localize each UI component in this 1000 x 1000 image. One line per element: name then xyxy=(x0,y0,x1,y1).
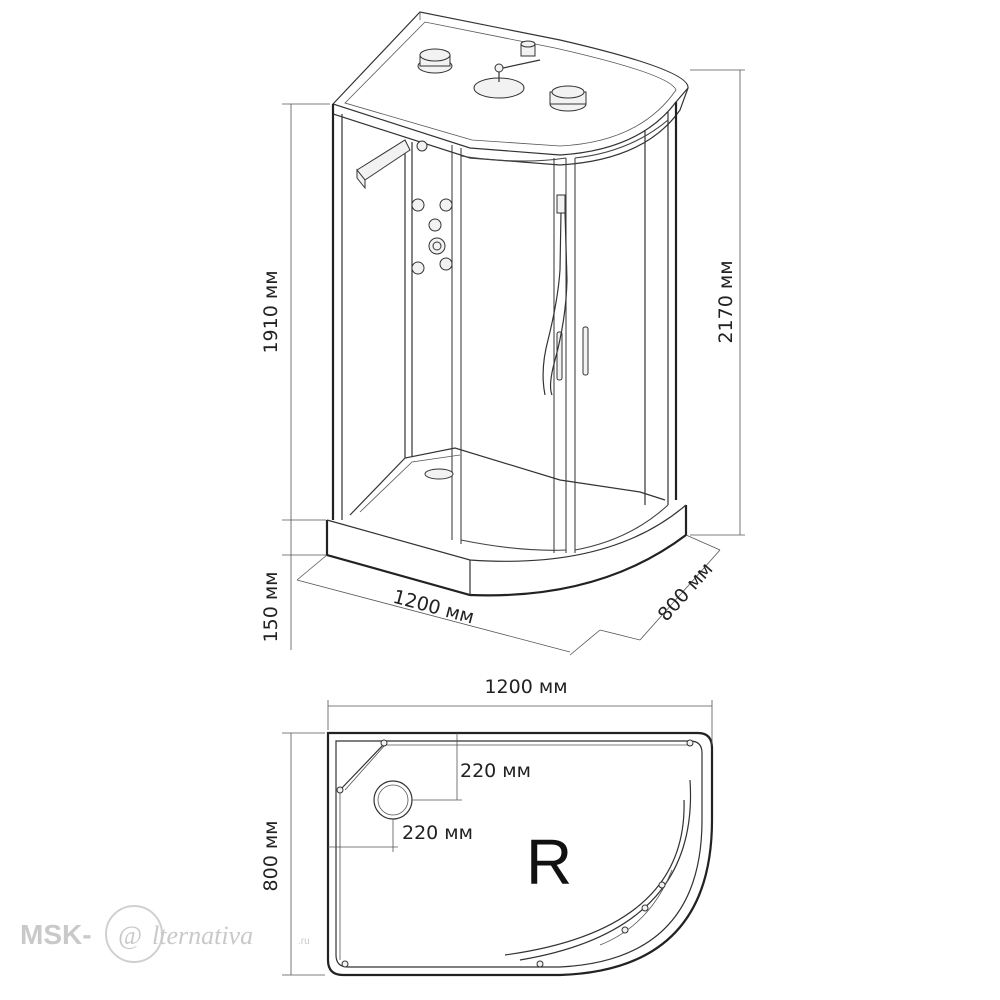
cabin-plan-view: 1200 мм 800 мм 220 мм 220 мм R xyxy=(260,676,714,977)
height-tray-label: 150 мм xyxy=(260,572,282,643)
watermark-brand-left: MSK- xyxy=(20,919,92,950)
watermark-brand-at: @ xyxy=(118,921,142,950)
watermark: MSK- @ lternativa .ru xyxy=(20,905,310,963)
roof-fittings xyxy=(417,40,587,112)
plan-outline xyxy=(326,731,714,977)
roof-speaker-icon xyxy=(417,48,453,74)
hand-shower-icon xyxy=(542,194,568,396)
drain-icon xyxy=(424,468,454,480)
cabin-isometric-view: 1910 мм 150 мм 2170 мм 1200 мм 800 мм xyxy=(260,11,745,656)
depth-iso-label: 800 мм xyxy=(654,558,718,625)
plan-depth-label: 800 мм xyxy=(260,821,282,892)
dimension-lines-plan xyxy=(282,700,713,976)
drain-offset-y-label: 220 мм xyxy=(460,760,531,782)
dimension-lines-isometric xyxy=(282,69,745,656)
roof-panel xyxy=(331,11,689,166)
plan-drain-icon xyxy=(373,780,413,820)
plan-width-label: 1200 мм xyxy=(484,676,567,698)
height-cabin-label: 1910 мм xyxy=(260,270,282,353)
roof-vent-icon xyxy=(520,40,536,57)
back-panel-fittings xyxy=(356,139,453,275)
height-total-label: 2170 мм xyxy=(715,260,737,343)
drain-offset-x-label: 220 мм xyxy=(402,822,473,844)
watermark-brand-right: lternativa xyxy=(152,921,253,950)
light-fixture-icon xyxy=(416,140,428,152)
watermark-at-ring xyxy=(105,905,163,963)
shelf-icon xyxy=(356,139,411,190)
mixer-control-icon xyxy=(428,218,446,255)
door-handle-icon xyxy=(556,326,589,381)
shower-tray xyxy=(325,447,688,597)
orientation-letter: R xyxy=(526,826,572,898)
rain-shower-head-icon xyxy=(473,59,541,99)
cabin-frame xyxy=(331,102,678,520)
watermark-brand-tld: .ru xyxy=(298,936,310,947)
massage-jet-icon xyxy=(411,198,453,275)
roof-light-icon xyxy=(549,85,587,112)
